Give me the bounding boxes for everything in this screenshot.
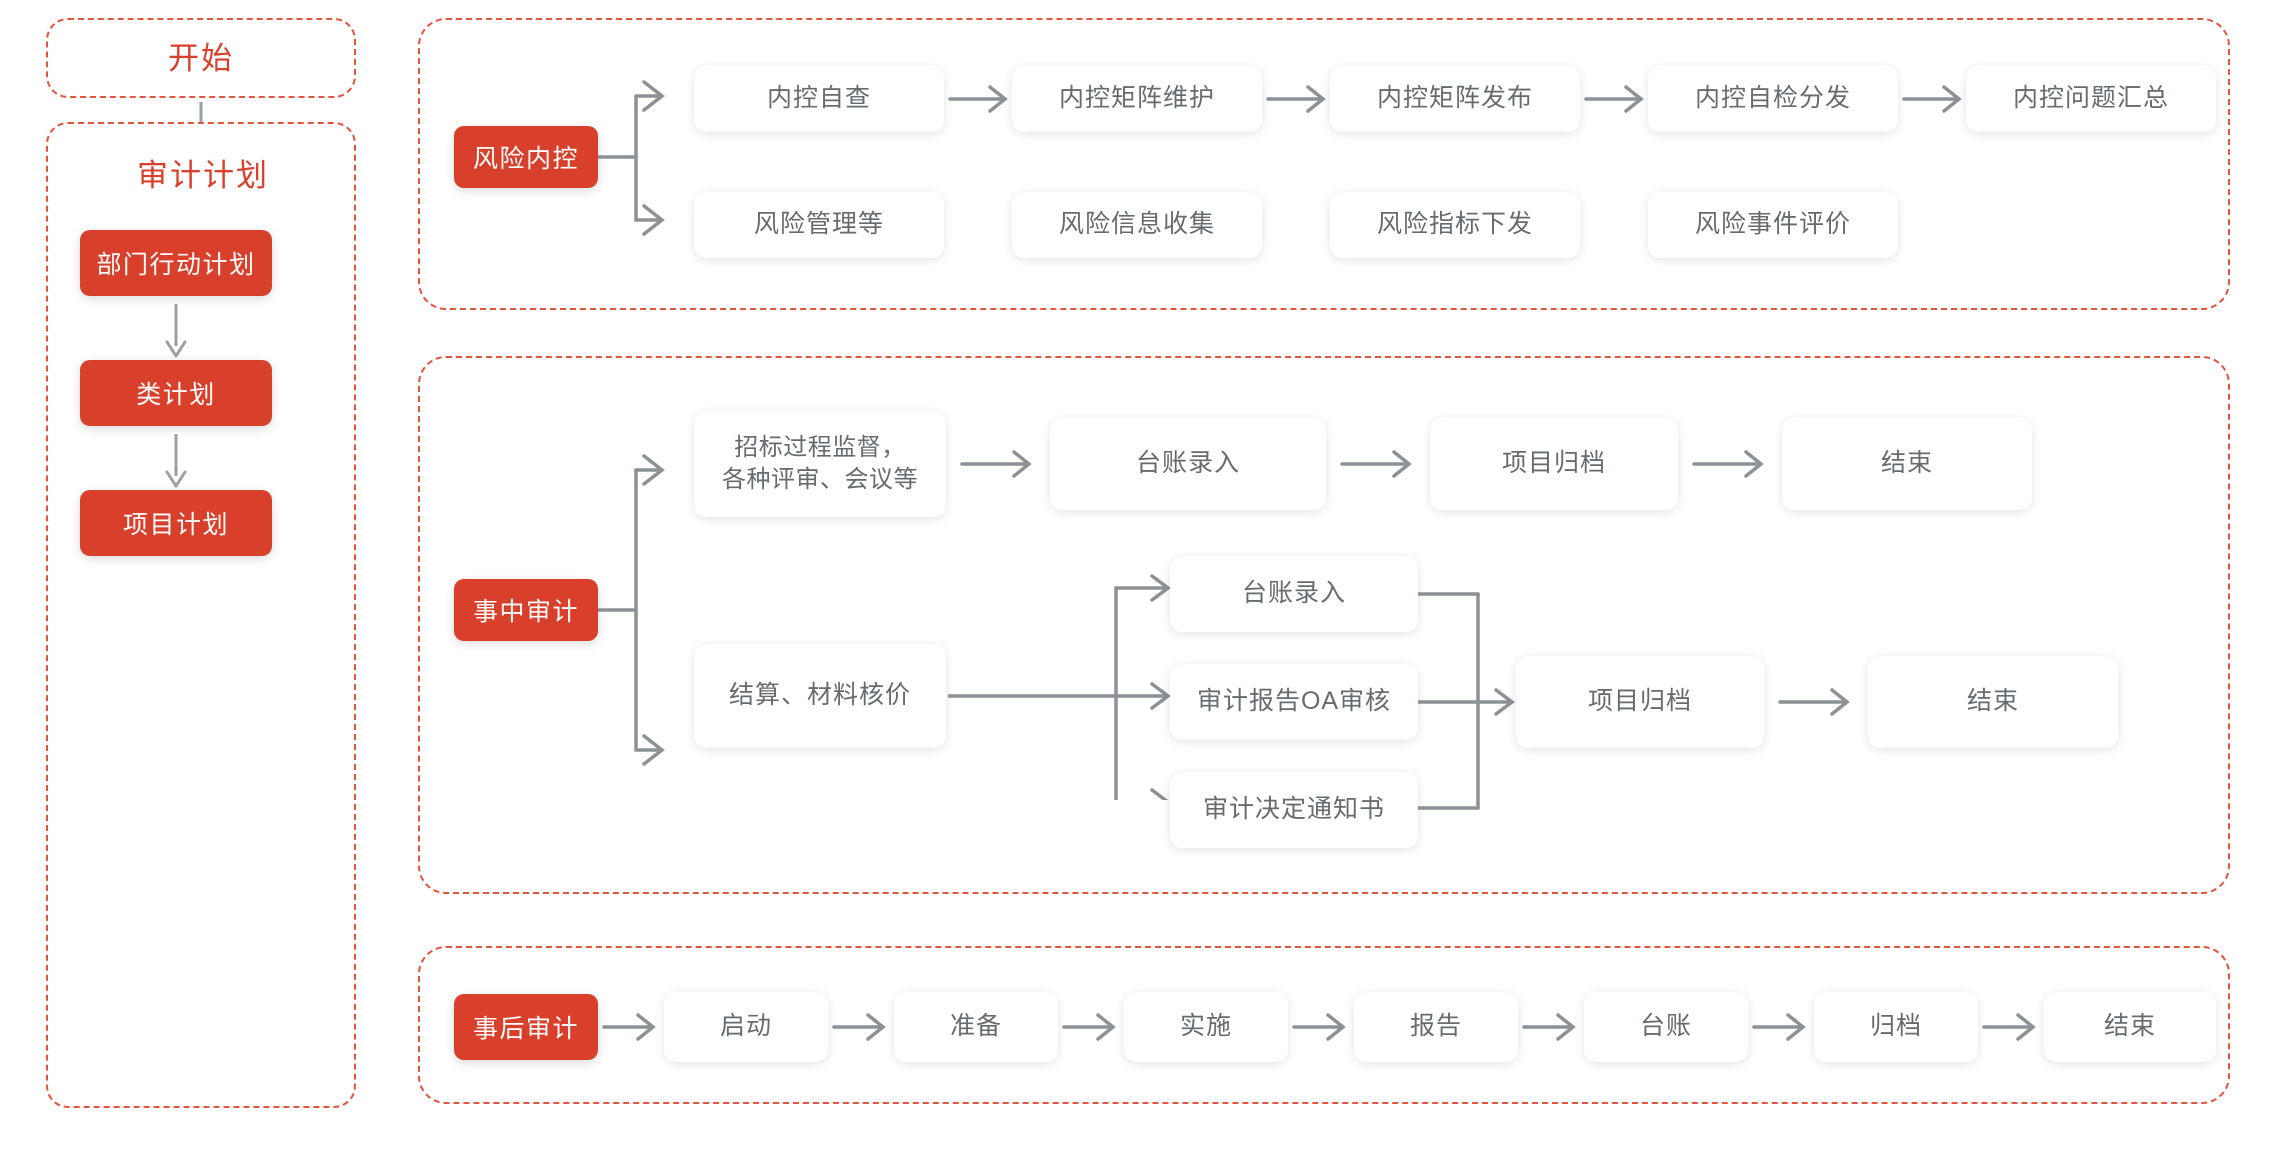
audit-plan-title-wrap: 审计计划 <box>48 160 358 191</box>
right-arrow-icon <box>948 82 1010 116</box>
node-internal-control-matrix-maintenance[interactable]: 内控矩阵维护 <box>1012 66 1262 132</box>
right-arrow-icon <box>1584 82 1646 116</box>
panel-risk-internal-control: 风险内控 内控自查 内控矩阵维护 <box>418 18 2230 310</box>
plan-step-project-plan[interactable]: 项目计划 <box>80 490 272 556</box>
right-arrow-icon <box>602 1010 658 1044</box>
node-preparation[interactable]: 准备 <box>894 992 1058 1062</box>
panel-post-audit: 事后审计 启动 准备 实施 报告 台账 <box>418 946 2230 1104</box>
node-settlement-material-pricing[interactable]: 结算、材料核价 <box>694 644 946 748</box>
node-archive[interactable]: 归档 <box>1814 992 1978 1062</box>
right-arrow-icon <box>1292 1010 1348 1044</box>
node-audit-report-oa-review[interactable]: 审计报告OA审核 <box>1170 664 1418 740</box>
right-arrow-icon <box>1778 685 1854 719</box>
node-end-top[interactable]: 结束 <box>1782 418 2032 510</box>
panel-in-process-audit: 事中审计 招标过程监督， 各种评 <box>418 356 2230 894</box>
node-ledger-entry-top[interactable]: 台账录入 <box>1050 418 1326 510</box>
start-box[interactable]: 开始 <box>46 18 356 98</box>
node-end-post-audit[interactable]: 结束 <box>2044 992 2216 1062</box>
merge-connector-icon <box>1418 540 1530 840</box>
node-internal-control-issue-summary[interactable]: 内控问题汇总 <box>1966 66 2216 132</box>
branch-connector-icon <box>598 450 698 774</box>
right-arrow-icon <box>1982 1010 2038 1044</box>
panel3-chip-post-audit[interactable]: 事后审计 <box>454 994 598 1060</box>
node-ledger[interactable]: 台账 <box>1584 992 1748 1062</box>
node-end-bottom[interactable]: 结束 <box>1868 656 2118 748</box>
node-internal-control-self-check[interactable]: 内控自查 <box>694 66 944 132</box>
node-audit-decision-notice[interactable]: 审计决定通知书 <box>1170 772 1418 848</box>
right-arrow-icon <box>960 447 1036 481</box>
node-internal-control-self-inspection-distribution[interactable]: 内控自检分发 <box>1648 66 1898 132</box>
sidebar-audit-plan-column: 开始 审计计划 部门行动计划 类计划 <box>46 18 356 1108</box>
node-implementation[interactable]: 实施 <box>1124 992 1288 1062</box>
node-risk-indicator-issuance[interactable]: 风险指标下发 <box>1330 192 1580 258</box>
start-label: 开始 <box>168 40 234 76</box>
node-internal-control-matrix-release[interactable]: 内控矩阵发布 <box>1330 66 1580 132</box>
plan-step-department-action[interactable]: 部门行动计划 <box>80 230 272 296</box>
node-ledger-entry-fan[interactable]: 台账录入 <box>1170 556 1418 632</box>
node-report[interactable]: 报告 <box>1354 992 1518 1062</box>
node-risk-event-evaluation[interactable]: 风险事件评价 <box>1648 192 1898 258</box>
node-project-archive-bottom[interactable]: 项目归档 <box>1516 656 1764 748</box>
node-line-1: 招标过程监督， <box>734 433 906 461</box>
branch-connector-icon <box>598 78 696 238</box>
panel1-chip-risk-internal-control[interactable]: 风险内控 <box>454 126 598 188</box>
node-risk-management-etc[interactable]: 风险管理等 <box>694 192 944 258</box>
right-arrow-icon <box>1692 447 1768 481</box>
plan-step-category-plan[interactable]: 类计划 <box>80 360 272 426</box>
right-arrow-icon <box>1902 82 1964 116</box>
right-arrow-icon <box>1752 1010 1808 1044</box>
down-arrow-icon <box>163 304 189 358</box>
right-arrow-icon <box>1340 447 1416 481</box>
right-arrow-icon <box>1266 82 1328 116</box>
node-risk-information-collection[interactable]: 风险信息收集 <box>1012 192 1262 258</box>
right-arrow-icon <box>1522 1010 1578 1044</box>
down-arrow-icon <box>163 434 189 488</box>
right-arrow-icon <box>832 1010 888 1044</box>
right-arrow-icon <box>1062 1010 1118 1044</box>
node-project-archive-top[interactable]: 项目归档 <box>1430 418 1678 510</box>
branch-connector-icon <box>948 540 1258 800</box>
panel2-chip-in-process-audit[interactable]: 事中审计 <box>454 579 598 641</box>
audit-plan-title: 审计计划 <box>137 158 269 193</box>
node-line-2: 各种评审、会议等 <box>722 466 918 493</box>
audit-plan-box[interactable]: 审计计划 部门行动计划 类计划 项目计划 <box>46 122 356 1108</box>
node-bidding-supervision-reviews-meetings[interactable]: 招标过程监督， 各种评审、会议等 <box>694 411 946 517</box>
node-start-post-audit[interactable]: 启动 <box>664 992 828 1062</box>
